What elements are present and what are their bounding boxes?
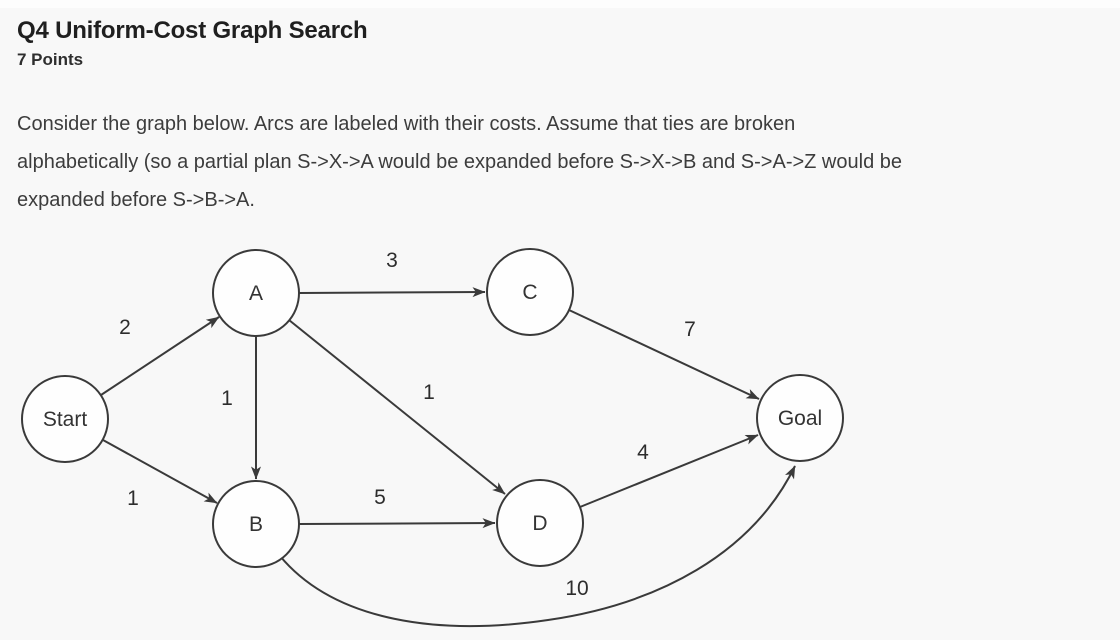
edge-cost-start-a: 2 bbox=[119, 316, 131, 339]
node-d-circle bbox=[496, 479, 584, 567]
node-a-circle bbox=[212, 249, 300, 337]
node-b-circle bbox=[212, 480, 300, 568]
question-points: 7 Points bbox=[17, 50, 84, 69]
node-d: D bbox=[496, 479, 584, 567]
edge-start-to-b bbox=[102, 439, 218, 504]
graph-diagram: 2 1 1 3 1 5 10 7 4 Start A bbox=[21, 248, 844, 627]
node-b-label: B bbox=[249, 513, 263, 536]
node-d-label: D bbox=[532, 512, 547, 535]
edge-b-to-d bbox=[298, 518, 496, 529]
graph-figure: 2 1 1 3 1 5 10 7 4 Start A bbox=[17, 224, 1104, 640]
edge-cost-b-goal: 10 bbox=[565, 577, 588, 600]
edge-a-to-d bbox=[288, 319, 506, 495]
edge-c-to-goal bbox=[568, 309, 760, 400]
node-a: A bbox=[212, 249, 300, 337]
node-start-circle bbox=[21, 375, 109, 463]
node-c-label: C bbox=[522, 281, 537, 304]
edge-d-to-goal bbox=[579, 434, 759, 508]
node-c: C bbox=[486, 248, 574, 336]
graph-edges bbox=[100, 287, 796, 627]
edge-b-to-goal bbox=[279, 465, 796, 627]
node-b: B bbox=[212, 480, 300, 568]
question-title: Q4 Uniform-Cost Graph Search bbox=[17, 17, 368, 44]
description-line: alphabetically (so a partial plan S->X->… bbox=[17, 151, 902, 173]
description-line: expanded before S->B->A. bbox=[17, 189, 255, 211]
graph-nodes: Start A B C D bbox=[21, 248, 844, 568]
node-start: Start bbox=[21, 375, 109, 463]
node-goal-circle bbox=[756, 374, 844, 462]
page-top-strip bbox=[0, 0, 1120, 8]
node-goal-label: Goal bbox=[778, 407, 822, 430]
node-goal: Goal bbox=[756, 374, 844, 462]
edge-cost-c-goal: 7 bbox=[684, 318, 696, 341]
node-c-circle bbox=[486, 248, 574, 336]
edge-cost-b-d: 5 bbox=[374, 486, 386, 509]
edge-cost-d-goal: 4 bbox=[637, 441, 649, 464]
question-description: Consider the graph below. Arcs are label… bbox=[17, 105, 1104, 219]
edge-a-to-c bbox=[298, 287, 486, 298]
edge-start-to-a bbox=[100, 316, 220, 396]
graph-edge-costs: 2 1 1 3 1 5 10 7 4 bbox=[119, 249, 696, 600]
edge-cost-start-b: 1 bbox=[127, 487, 139, 510]
edge-cost-a-c: 3 bbox=[386, 249, 398, 272]
edge-cost-a-b: 1 bbox=[221, 387, 233, 410]
edge-cost-a-d: 1 bbox=[423, 381, 435, 404]
question-page: Q4 Uniform-Cost Graph Search 7 Points Co… bbox=[0, 8, 1120, 640]
description-line: Consider the graph below. Arcs are label… bbox=[17, 113, 796, 135]
node-a-label: A bbox=[249, 282, 263, 305]
node-start-label: Start bbox=[43, 408, 88, 431]
